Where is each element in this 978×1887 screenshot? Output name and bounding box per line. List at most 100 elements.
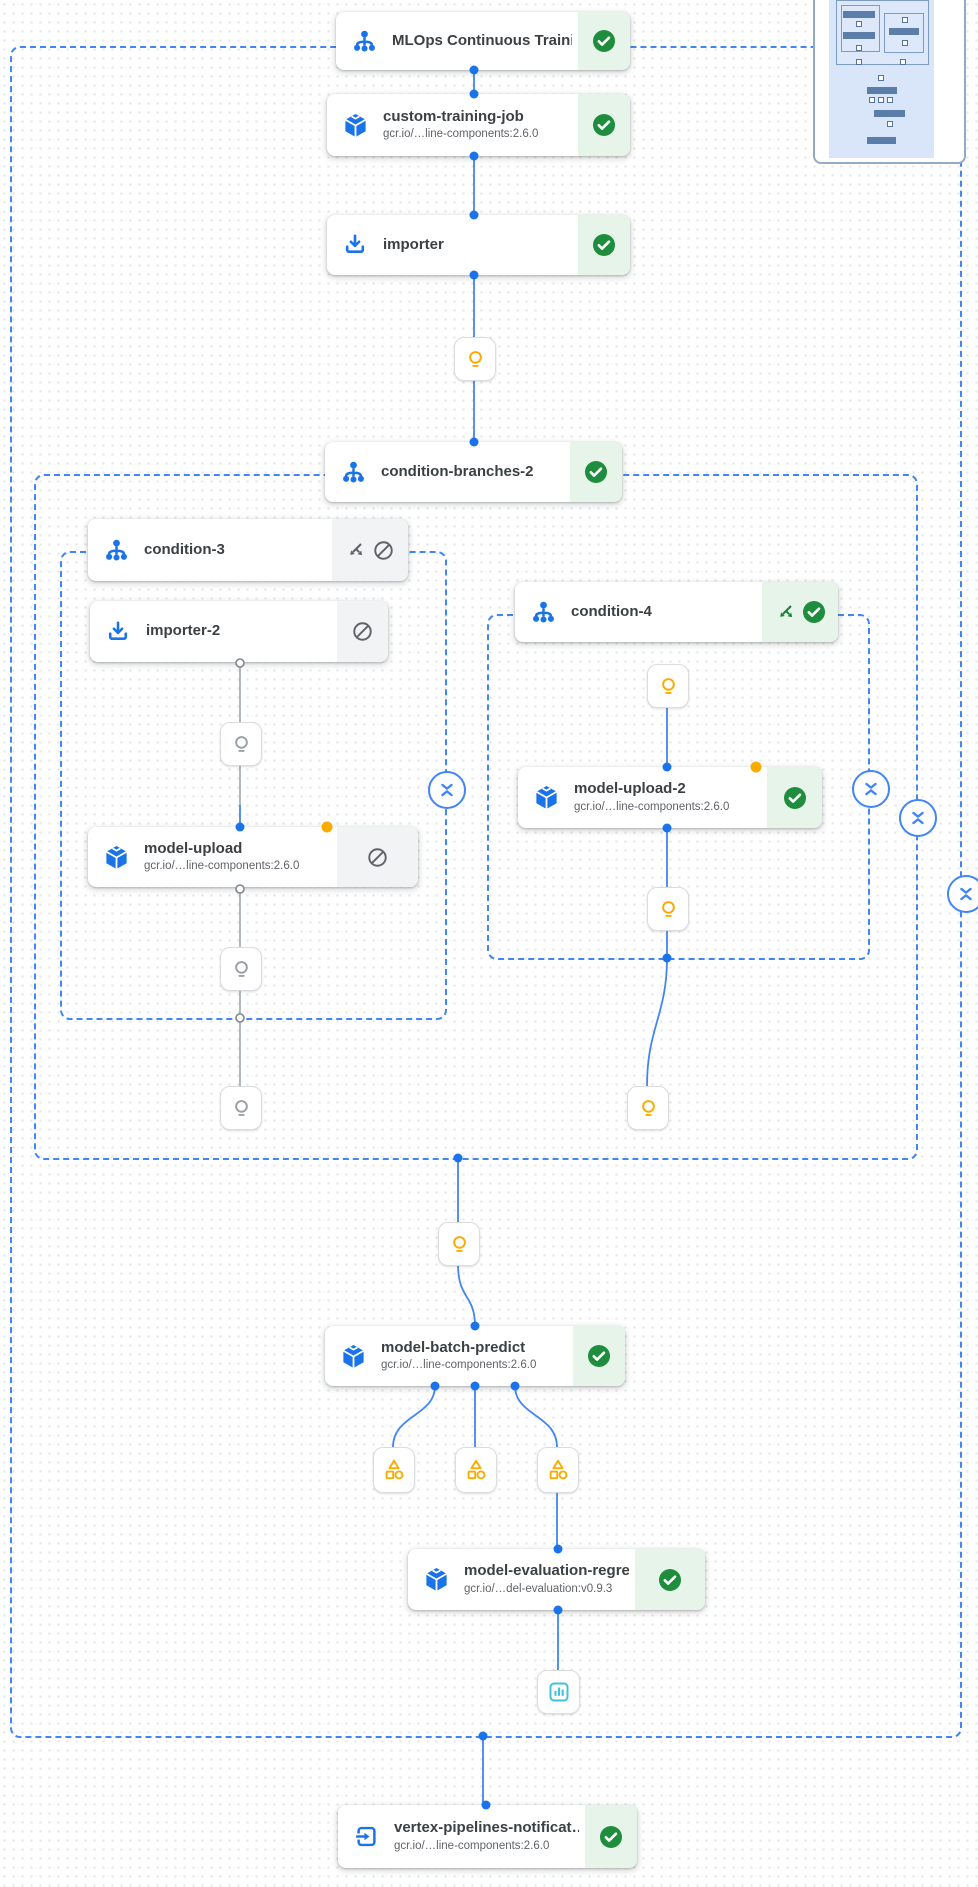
node-title: vertex-pipelines-notificat…: [394, 1819, 579, 1837]
node-model-evaluation-regression[interactable]: model-evaluation-regres… gcr.io/…del-eva…: [408, 1549, 705, 1610]
lightbulb-icon: [661, 677, 675, 694]
dag-icon: [88, 519, 144, 581]
node-importer-2[interactable]: importer-2: [90, 601, 388, 662]
node-title: importer-2: [146, 622, 221, 640]
collapse-condition-4-button[interactable]: [852, 770, 890, 808]
node-title: model-upload: [144, 839, 243, 857]
minimap-artifact: [902, 17, 908, 23]
artifact-parameter[interactable]: [627, 1086, 669, 1130]
minimap-artifact: [856, 21, 862, 27]
status-succeeded: [570, 442, 622, 502]
artifact-category[interactable]: [373, 1447, 415, 1493]
artifact-category[interactable]: [537, 1447, 579, 1493]
node-title: MLOps Continuous Traini…: [392, 31, 572, 49]
cube-icon: [518, 767, 574, 828]
artifact-parameter[interactable]: [438, 1222, 480, 1266]
minimap-node: [874, 110, 905, 117]
check-icon: [585, 461, 607, 483]
node-title: condition-branches-2: [381, 462, 534, 480]
artifact-parameter[interactable]: [647, 664, 689, 708]
minimap-node: [889, 28, 919, 35]
status-succeeded: [635, 1549, 705, 1610]
blocked-icon: [374, 540, 393, 560]
lightbulb-icon: [234, 960, 248, 977]
minimap-artifact: [869, 97, 875, 103]
artifact-metrics[interactable]: [537, 1670, 580, 1714]
node-title: importer: [383, 235, 444, 253]
node-condition-3[interactable]: condition-3: [88, 519, 408, 581]
node-subtitle: gcr.io/…line-components:2.6.0: [394, 1839, 550, 1852]
blocked-icon: [368, 847, 387, 867]
minimap-node: [867, 137, 896, 144]
category-icon: [467, 1459, 486, 1480]
node-title: model-evaluation-regres…: [464, 1562, 629, 1580]
minimap-artifact: [887, 97, 893, 103]
artifact-parameter-skipped[interactable]: [220, 947, 262, 991]
check-icon: [593, 114, 615, 136]
collapse-icon: [912, 811, 924, 825]
artifact-parameter[interactable]: [454, 337, 496, 381]
collapse-condition-branches-2-button[interactable]: [899, 799, 937, 837]
node-condition-4[interactable]: condition-4: [515, 582, 838, 642]
minimap-node: [867, 87, 897, 94]
node-custom-training-job[interactable]: custom-training-job gcr.io/…line-compone…: [327, 94, 630, 156]
minimap-artifact: [902, 40, 908, 46]
node-condition-branches-2[interactable]: condition-branches-2: [325, 442, 622, 502]
status-succeeded: [767, 767, 822, 828]
minimap[interactable]: [813, 0, 966, 164]
collapse-pipeline-root-button[interactable]: [947, 875, 978, 913]
minimap-node: [843, 32, 875, 39]
lightbulb-icon: [234, 1099, 248, 1116]
dag-icon: [336, 12, 392, 70]
collapse-icon: [865, 782, 877, 796]
import-icon: [327, 215, 383, 275]
cube-icon: [327, 94, 383, 156]
node-vertex-pipelines-notification[interactable]: vertex-pipelines-notificat… gcr.io/…line…: [338, 1805, 637, 1868]
check-icon: [593, 30, 615, 52]
check-icon: [802, 601, 825, 623]
check-icon: [659, 1568, 681, 1591]
minimap-artifact: [856, 59, 862, 65]
artifact-parameter-skipped[interactable]: [220, 1086, 262, 1130]
status-succeeded: [573, 1326, 625, 1386]
status-succeeded: [578, 215, 630, 275]
branch-icon: [779, 605, 792, 618]
minimap-node: [843, 11, 875, 18]
node-importer[interactable]: importer: [327, 215, 630, 275]
collapse-icon: [441, 783, 453, 797]
status-succeeded: [578, 12, 630, 70]
node-title: model-upload-2: [574, 780, 686, 798]
node-model-batch-predict[interactable]: model-batch-predict gcr.io/…line-compone…: [325, 1326, 625, 1386]
minimap-artifact: [900, 59, 906, 65]
lightbulb-icon: [641, 1099, 655, 1116]
node-mlops-continuous-training[interactable]: MLOps Continuous Traini…: [336, 12, 630, 70]
dag-icon: [325, 442, 381, 502]
minimap-artifact: [887, 121, 893, 127]
minimap-artifact: [878, 97, 884, 103]
status-skipped: [337, 601, 388, 662]
node-title: custom-training-job: [383, 107, 524, 125]
minimap-artifact: [878, 75, 884, 81]
artifact-parameter-skipped[interactable]: [220, 722, 262, 766]
check-icon: [600, 1825, 622, 1848]
lightbulb-icon: [468, 350, 482, 367]
node-subtitle: gcr.io/…line-components:2.6.0: [574, 800, 730, 813]
node-title: condition-3: [144, 540, 225, 558]
node-model-upload-2[interactable]: model-upload-2 gcr.io/…line-components:2…: [518, 767, 822, 828]
collapse-condition-3-button[interactable]: [428, 771, 466, 809]
artifact-parameter[interactable]: [647, 887, 689, 931]
cube-icon: [325, 1326, 381, 1386]
import-icon: [90, 601, 146, 662]
branch-icon: [350, 543, 363, 556]
cube-icon: [88, 827, 144, 887]
bar-chart-icon: [549, 1682, 568, 1702]
check-icon: [588, 1345, 610, 1367]
node-model-upload[interactable]: model-upload gcr.io/…line-components:2.6…: [88, 827, 418, 887]
node-subtitle: gcr.io/…line-components:2.6.0: [383, 128, 539, 141]
status-succeeded: [585, 1805, 637, 1868]
status-skipped: [337, 827, 418, 887]
artifact-category[interactable]: [455, 1447, 497, 1493]
lightbulb-icon: [452, 1235, 466, 1252]
node-subtitle: gcr.io/…line-components:2.6.0: [144, 860, 300, 873]
